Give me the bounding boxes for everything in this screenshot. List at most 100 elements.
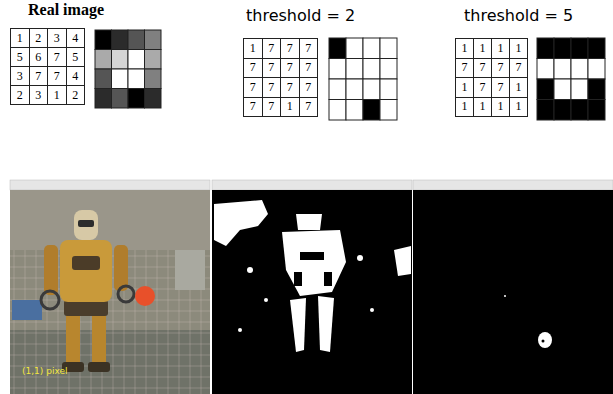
orange-ball bbox=[135, 286, 155, 306]
black-hole bbox=[324, 272, 332, 286]
table-cell: 7 bbox=[262, 97, 282, 118]
table-cell: 7 bbox=[299, 97, 319, 118]
grid-line bbox=[10, 333, 210, 334]
robot-head bbox=[74, 210, 98, 240]
grid-line bbox=[10, 355, 210, 356]
pixel bbox=[145, 30, 162, 50]
table-cell: 3 bbox=[29, 85, 49, 105]
pixel bbox=[346, 79, 363, 100]
table-cell: 7 bbox=[280, 77, 300, 98]
photo-wall bbox=[10, 190, 210, 250]
white-dot bbox=[238, 328, 242, 332]
panel-title: threshold = 2 bbox=[246, 6, 355, 25]
table-cell: 7 bbox=[299, 38, 319, 59]
table-cell: 7 bbox=[262, 38, 282, 59]
pixel bbox=[112, 69, 129, 89]
pixel bbox=[380, 79, 397, 100]
table-cell: 1 bbox=[47, 85, 67, 105]
pixel bbox=[128, 30, 145, 50]
robot-figure bbox=[41, 210, 134, 372]
pixel bbox=[380, 38, 397, 59]
pixel bbox=[329, 79, 346, 100]
grid-line bbox=[10, 388, 210, 389]
pixel bbox=[537, 38, 554, 59]
table-cell: 7 bbox=[243, 97, 263, 118]
photo-background bbox=[10, 190, 210, 394]
pixel bbox=[329, 38, 346, 59]
table-cell: 1 bbox=[473, 38, 492, 59]
ball-blob bbox=[538, 332, 552, 348]
table-cell: 3 bbox=[47, 28, 67, 48]
pixel bbox=[95, 30, 112, 50]
pixel bbox=[537, 59, 554, 80]
robot-foot bbox=[88, 362, 110, 372]
pixel bbox=[112, 89, 129, 109]
pixel bbox=[145, 50, 162, 70]
table-cell: 1 bbox=[280, 97, 300, 118]
table-cell: 7 bbox=[29, 66, 49, 86]
table-cell: 7 bbox=[280, 38, 300, 59]
window-title-bar bbox=[10, 180, 210, 190]
table-cell: 1 bbox=[491, 38, 510, 59]
pixel bbox=[571, 100, 588, 121]
binary-background bbox=[212, 190, 412, 394]
pixel bbox=[537, 79, 554, 100]
pixel bbox=[346, 38, 363, 59]
pixel bbox=[554, 38, 571, 59]
pixel bbox=[145, 69, 162, 89]
pixel bbox=[571, 79, 588, 100]
photo-object bbox=[12, 300, 42, 320]
pixel bbox=[95, 89, 112, 109]
table-cell: 4 bbox=[66, 28, 86, 48]
table-cell: 7 bbox=[509, 58, 528, 79]
pixel bbox=[380, 100, 397, 121]
white-dot bbox=[247, 267, 253, 273]
grid-line bbox=[10, 344, 210, 345]
pixel bbox=[363, 79, 380, 100]
white-blob bbox=[296, 214, 322, 230]
table-cell: 7 bbox=[262, 58, 282, 79]
panel-title: threshold = 5 bbox=[464, 6, 573, 25]
table-cell: 7 bbox=[262, 77, 282, 98]
white-blob bbox=[318, 296, 334, 352]
overlay-text: (1,1) pixel bbox=[22, 366, 68, 376]
table-cell: 7 bbox=[299, 58, 319, 79]
black-hole bbox=[294, 272, 302, 286]
white-blob bbox=[394, 246, 411, 276]
binary-background bbox=[413, 190, 613, 394]
table-cell: 2 bbox=[29, 28, 49, 48]
table-cell: 7 bbox=[280, 58, 300, 79]
pixel bbox=[571, 38, 588, 59]
table-cell: 1 bbox=[509, 77, 528, 98]
robot-hand bbox=[41, 291, 59, 309]
table-cell: 7 bbox=[455, 58, 474, 79]
robot-arm bbox=[114, 245, 128, 291]
table-cell: 1 bbox=[243, 38, 263, 59]
white-blob bbox=[282, 230, 346, 296]
pixel bbox=[380, 59, 397, 80]
robot-arm bbox=[44, 245, 58, 295]
robot-visor bbox=[78, 220, 94, 227]
pixel bbox=[363, 59, 380, 80]
table-cell: 7 bbox=[47, 66, 67, 86]
pixel bbox=[128, 69, 145, 89]
pixel bbox=[588, 59, 605, 80]
pixel bbox=[554, 79, 571, 100]
ball-hole bbox=[542, 340, 545, 343]
table-cell: 1 bbox=[10, 28, 30, 48]
pixel bbox=[329, 59, 346, 80]
pixel bbox=[95, 50, 112, 70]
pixel bbox=[329, 100, 346, 121]
robot-leg bbox=[66, 308, 80, 368]
white-blobs bbox=[214, 200, 411, 352]
table-cell: 7 bbox=[299, 77, 319, 98]
pixel bbox=[346, 100, 363, 121]
table-cell: 3 bbox=[10, 66, 30, 86]
table-cell: 1 bbox=[509, 38, 528, 59]
pixel bbox=[112, 30, 129, 50]
table-cell: 7 bbox=[243, 58, 263, 79]
pixel bbox=[145, 89, 162, 109]
pixel bbox=[363, 100, 380, 121]
white-blob bbox=[214, 200, 268, 246]
window-title-bar bbox=[212, 180, 412, 190]
